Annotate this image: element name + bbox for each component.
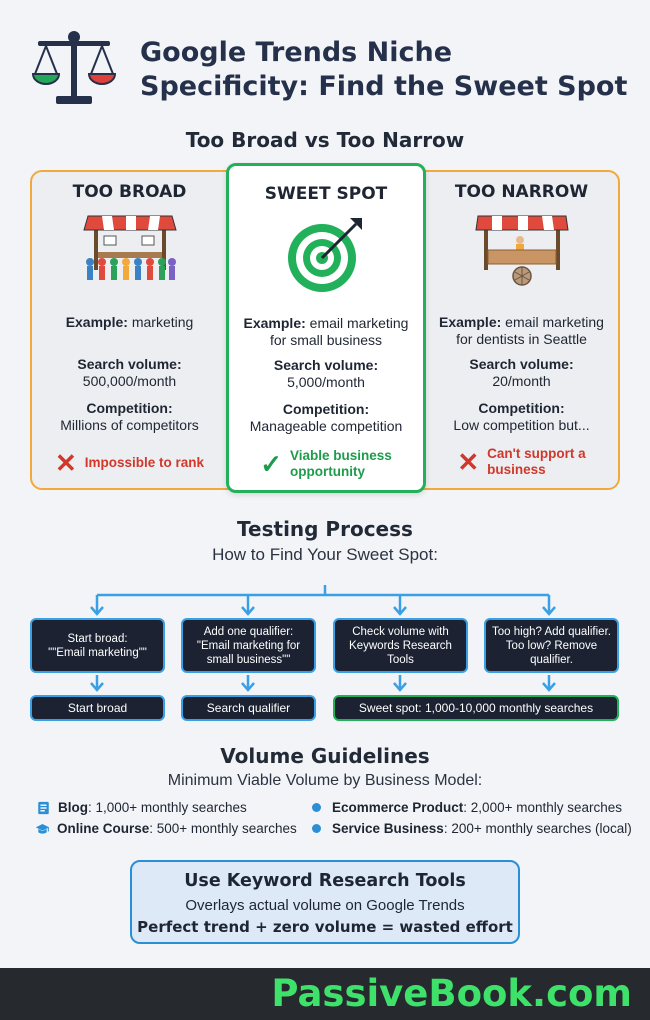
graduation-cap-icon xyxy=(35,823,50,834)
empty-market-stall-icon xyxy=(474,215,569,286)
volume-label: Search volume: xyxy=(273,357,379,373)
tools-subtitle: Overlays actual volume on Google Trends xyxy=(185,897,465,914)
footer: PassiveBook.com xyxy=(0,968,650,1020)
example-text: Example: marketing xyxy=(65,314,194,330)
guideline-blog: Blog: 1,000+ monthly searches xyxy=(36,800,247,815)
guideline-online-course: Online Course: 500+ monthly searches xyxy=(35,821,297,836)
tools-emphasis: Perfect trend + zero volume = wasted eff… xyxy=(137,918,513,936)
guidelines-subtitle: Minimum Viable Volume by Business Model: xyxy=(167,772,483,789)
step-start-broad: Start broad:""Email marketing"" xyxy=(30,618,165,673)
guidelines-title: Volume Guidelines xyxy=(220,744,430,768)
guideline-service-business: Service Business: 200+ monthly searches … xyxy=(312,821,632,836)
x-mark-icon: ✕ xyxy=(457,447,480,477)
title-line-2: Specificity: Find the Sweet Spot xyxy=(140,71,628,102)
title-line-1: Google Trends Niche xyxy=(140,37,453,68)
guideline-ecommerce: Ecommerce Product: 2,000+ monthly search… xyxy=(312,800,622,815)
crowded-market-stall-icon xyxy=(82,215,177,280)
result-search-qualifier: Search qualifier xyxy=(181,695,316,721)
verdict: ✕ Impossible to rank xyxy=(32,450,227,476)
volume-label: Search volume: xyxy=(469,356,574,372)
column-title: TOO BROAD xyxy=(72,182,187,202)
competition-label: Competition: xyxy=(282,401,370,417)
step-adjust-qualifier: Too high? Add qualifier.Too low? Remove … xyxy=(484,618,619,673)
result-start-broad: Start broad xyxy=(30,695,165,721)
verdict-text: Impossible to rank xyxy=(84,455,205,470)
bullet-dot-icon xyxy=(312,803,321,812)
volume-label: Search volume: xyxy=(77,356,182,372)
balance-scale-icon xyxy=(31,31,117,104)
target-bullseye-icon xyxy=(288,218,362,292)
too-broad-column: TOO BROAD Example: marketing Search volu… xyxy=(32,162,227,492)
column-title: TOO NARROW xyxy=(454,182,589,202)
process-subtitle: How to Find Your Sweet Spot: xyxy=(212,545,438,564)
competition-label: Competition: xyxy=(86,400,173,416)
process-title: Testing Process xyxy=(237,517,413,541)
result-sweet-spot: Sweet spot: 1,000-10,000 monthly searche… xyxy=(333,695,619,721)
competition-value: Manageable competition xyxy=(249,418,403,434)
header: Google Trends Niche Specificity: Find th… xyxy=(30,28,630,118)
flow-connectors xyxy=(90,585,556,692)
column-title: SWEET SPOT xyxy=(264,184,388,204)
competition-label: Competition: xyxy=(478,400,565,416)
document-icon xyxy=(38,801,49,814)
check-mark-icon: ✓ xyxy=(260,449,282,479)
bullet-dot-icon xyxy=(312,824,321,833)
brand-link[interactable]: PassiveBook.com xyxy=(271,972,632,1015)
competition-value: Low competition but... xyxy=(453,417,590,433)
tools-title: Use Keyword Research Tools xyxy=(184,871,466,891)
x-mark-icon: ✕ xyxy=(54,448,77,478)
keyword-tools-callout: Use Keyword Research Tools Overlays actu… xyxy=(130,860,520,944)
competition-value: Millions of competitors xyxy=(60,417,199,433)
page-title: Google Trends Niche Specificity: Find th… xyxy=(140,36,640,104)
comparison-title: Too Broad vs Too Narrow xyxy=(185,128,465,152)
volume-value: 500,000/month xyxy=(82,373,177,389)
volume-value: 5,000/month xyxy=(287,374,365,390)
volume-value: 20/month xyxy=(492,373,551,389)
testing-process-flow: Start broad:""Email marketing"" Add one … xyxy=(0,585,650,725)
